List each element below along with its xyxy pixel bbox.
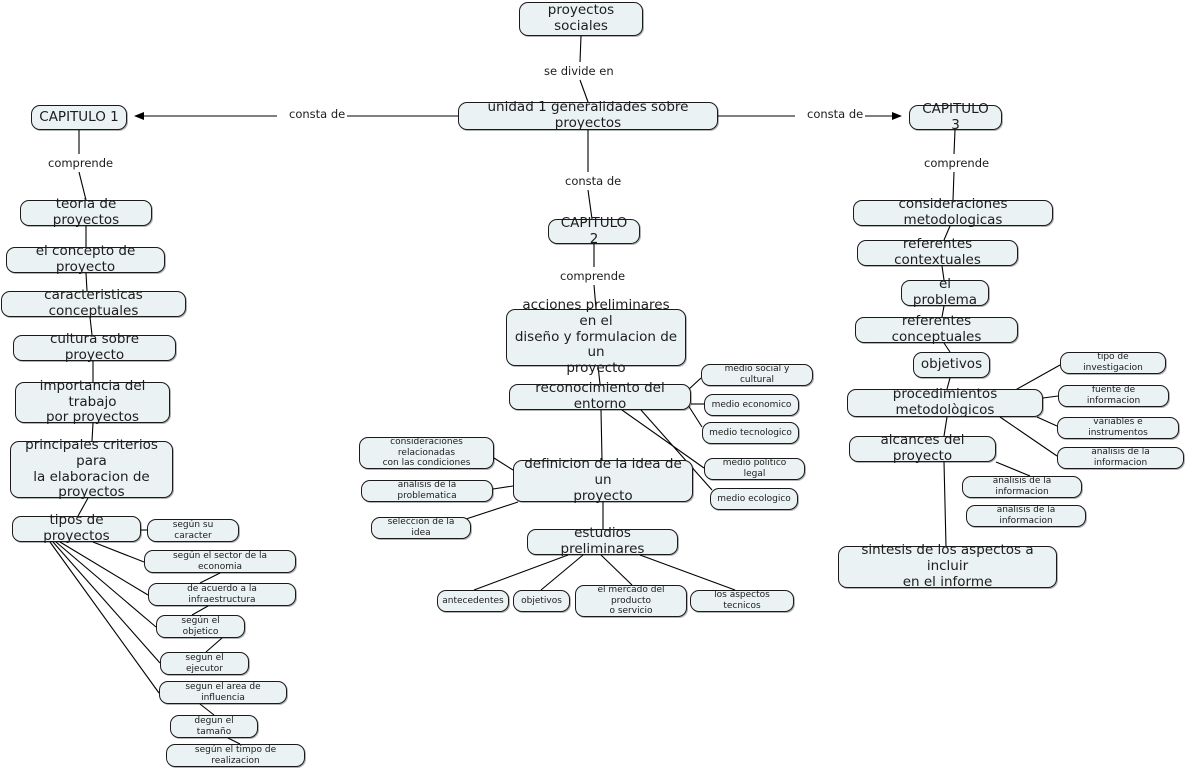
node-variables-e-instrumentos[interactable]: variables e instrumentos [1057,417,1179,439]
link-label-comprende-cap3: comprende [922,156,992,170]
node-seleccion-de-la-idea[interactable]: seleccion de la idea [371,517,471,539]
node-definicion-de-la-idea[interactable]: definicion de la idea de un proyecto [513,456,693,504]
node-caracteristicas-conceptuales[interactable]: caracteristicas conceptuales [1,287,186,319]
node-acciones-preliminares[interactable]: acciones preliminares en el diseño y for… [506,297,686,376]
node-teoria-de-proyectos[interactable]: teoria de proyectos [20,196,152,228]
link-label-consta-de-center: consta de [563,174,624,188]
node-sintesis-de-los-aspectos[interactable]: sintesis de los aspectos a incluir en el… [838,542,1057,590]
node-proyectos-sociales[interactable]: proyectos sociales [519,2,643,36]
node-medio-politico-legal[interactable]: medio politico legal [704,458,805,480]
edge-procedimientos-metodologicos-to-analisis-de-la-informacion-1 [999,416,1058,457]
node-procedimientos-metodologicos[interactable]: procedimientos metodològicos [847,386,1043,418]
edge-reconocimiento-del-entorno-to-definicion-de-la-idea [600,409,603,461]
node-degun-el-tamano[interactable]: degun el tamaño [170,715,258,738]
node-medio-social-y-cultural[interactable]: medio social y cultural [701,364,813,386]
edge-seleccion-de-la-idea-to-definicion-de-la-idea [462,501,519,521]
edge-tipos-de-proyectos-to-segun-el-area-de-influencia [49,541,160,694]
edge-segun-el-area-de-influencia-to-degun-el-tamano [199,703,215,716]
node-segun-su-caracter[interactable]: según su caracter [147,519,239,542]
edge-procedimientos-metodologicos-to-fuente-de-informacion [1042,395,1059,399]
node-principales-criterios[interactable]: principales criterios para la elaboracio… [10,437,173,500]
edge-alcances-del-proyecto-to-analisis-de-la-informacion-2 [995,461,1031,477]
node-medio-ecologico[interactable]: medio ecologico [710,488,798,510]
edge-estudios-preliminares-to-antecedentes [473,554,569,591]
node-analisis-de-la-informacion-2[interactable]: analisis de la informacion [962,476,1082,498]
edge-procedimientos-metodologicos-to-variables-e-instrumentos [1036,416,1058,427]
node-objetivos-estudios[interactable]: objetivos [513,590,570,612]
edge-de-acuerdo-infraestructura-to-segun-el-objetico [191,605,209,616]
link-label-comprende-cap1: comprende [46,156,116,170]
edge-tipos-de-proyectos-to-de-acuerdo-infraestructura [59,541,149,596]
edge-consideraciones-relacionadas-to-definicion-de-la-idea [493,457,514,471]
node-capitulo-3[interactable]: CAPITULO 3 [909,101,1002,132]
node-tipo-de-investigacion[interactable]: tipo de investigacion [1060,352,1166,374]
edge-segun-el-sector-to-de-acuerdo-infraestructura [199,572,221,584]
node-el-mercado-del-producto[interactable]: el mercado del producto o servicio [575,585,687,617]
node-fuente-de-informacion[interactable]: fuente de informacion [1058,385,1169,407]
node-reconocimiento-del-entorno[interactable]: reconocimiento del entorno [509,380,691,412]
node-segun-el-ejecutor[interactable]: segun el ejecutor [160,652,249,675]
node-analisis-de-la-informacion-3[interactable]: analisis de la informacion [966,505,1086,527]
node-segun-el-sector[interactable]: según el sector de la economia [144,550,296,573]
node-cultura-sobre-proyecto[interactable]: cultura sobre proyecto [13,331,176,363]
node-importancia-del-trabajo[interactable]: importancia del trabajo por proyectos [15,378,170,425]
node-capitulo-2[interactable]: CAPITULO 2 [548,215,640,246]
edge-reconocimiento-del-entorno-to-medio-tecnologico [687,404,703,428]
link-label-comprende-cap2: comprende [558,269,628,283]
edge-tipos-de-proyectos-to-segun-el-sector [92,541,145,563]
edge-alcances-del-proyecto-to-sintesis-de-los-aspectos [943,461,947,547]
link-label-consta-de-right: consta de [805,107,866,121]
node-segun-el-objetico[interactable]: según el objetico [156,615,245,638]
node-segun-el-area-de-influencia[interactable]: segun el area de influencia [159,681,287,704]
node-referentes-conceptuales[interactable]: referentes conceptuales [855,313,1018,345]
node-unidad-1[interactable]: unidad 1 generalidades sobre proyectos [458,99,718,131]
node-capitulo-1[interactable]: CAPITULO 1 [31,105,127,130]
node-consideraciones-metodologicas[interactable]: consideraciones metodologicas [853,196,1053,228]
node-de-acuerdo-infraestructura[interactable]: de acuerdo a la infraestructura [148,583,296,606]
node-analisis-de-la-informacion-1[interactable]: analisis de la informacion [1057,447,1184,469]
node-el-concepto-de-proyecto[interactable]: el concepto de proyecto [6,243,165,275]
node-medio-economico[interactable]: medio economico [704,394,799,416]
edge-estudios-preliminares-to-objetivos-estudios [540,554,584,591]
edge-estudios-preliminares-to-el-mercado-del-producto [600,554,633,586]
node-los-aspectos-tecnicos[interactable]: los aspectos tecnicos [690,590,794,612]
node-segun-el-timpo[interactable]: según el timpo de realizacion [166,744,305,767]
node-antecedentes[interactable]: antecedentes [437,590,509,612]
link-label-consta-de-left: consta de [287,107,348,121]
node-consideraciones-relacionadas[interactable]: consideraciones relacionadas con las con… [359,437,494,469]
node-objetivos-cap3[interactable]: objetivos [913,352,990,378]
edge-tipos-de-proyectos-to-segun-el-objetico [55,541,157,628]
node-medio-tecnologico[interactable]: medio tecnologico [702,422,799,444]
node-referentes-contextuales[interactable]: referentes contextuales [857,236,1018,268]
edge-analisis-de-la-problematica-to-definicion-de-la-idea [492,485,514,490]
node-alcances-del-proyecto[interactable]: alcances del proyecto [849,432,996,464]
node-estudios-preliminares[interactable]: estudios preliminares [527,525,678,557]
link-label-se-divide-en: se divide en [542,64,616,78]
node-el-problema[interactable]: el problema [901,276,989,308]
node-tipos-de-proyectos[interactable]: tipos de proyectos [12,512,141,544]
node-analisis-de-la-problematica[interactable]: analisis de la problematica [361,480,493,502]
edge-segun-el-objetico-to-segun-el-ejecutor [205,637,223,653]
